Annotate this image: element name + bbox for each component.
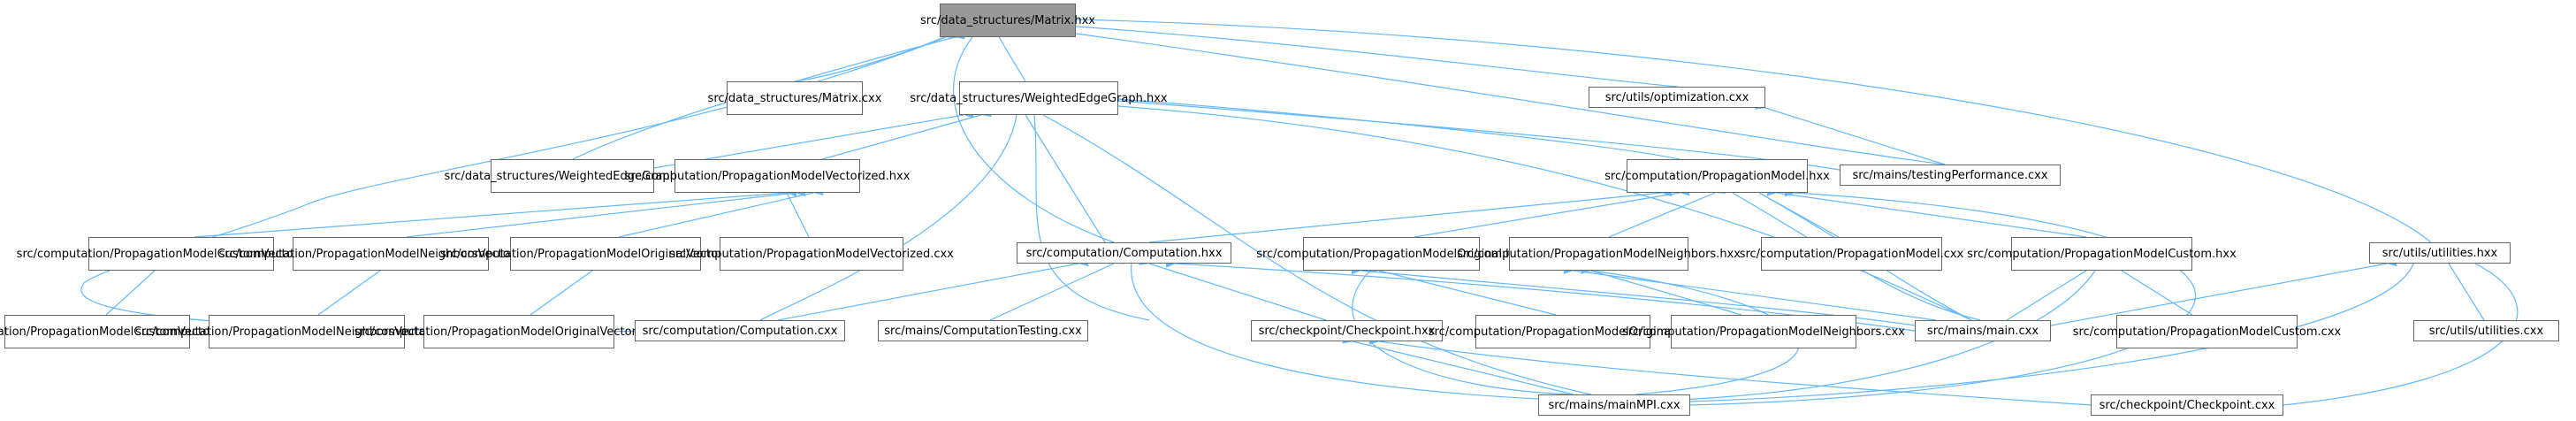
dependency-edge: [1108, 100, 1972, 321]
node-weighted-edge-graph-hxx[interactable]: src/data_structures/WeightedEdgeGraph.hx…: [910, 81, 1168, 115]
dependency-edge: [952, 27, 1115, 243]
dependency-edge: [2110, 261, 2193, 316]
dependency-edge: [821, 107, 992, 160]
dependency-edge: [1108, 93, 1680, 160]
dependency-edges: [80, 14, 2519, 406]
dependency-edge: [1065, 27, 1946, 165]
dependency-edge: [1028, 104, 1150, 321]
dependency-edge: [1148, 187, 1673, 243]
dependency-edge: [989, 26, 1026, 82]
dependency-edge: [1127, 253, 1557, 401]
dependency-edge: [1342, 334, 1574, 395]
node-utilities-hxx[interactable]: src/utils/utilities.hxx: [2369, 242, 2511, 264]
node-main-mpi-cxx[interactable]: src/mains/mainMPI.cxx: [1538, 394, 1690, 416]
node-optimization-cxx[interactable]: src/utils/optimization.cxx: [1589, 87, 1765, 108]
node-utilities-cxx[interactable]: src/utils/utilities.cxx: [2413, 320, 2559, 341]
dependency-edge: [1689, 187, 2196, 406]
dependency-edge: [1066, 14, 2432, 243]
dependency-edge: [1581, 263, 1742, 316]
dependency-edge: [1139, 256, 1327, 321]
dependency-edge: [1065, 20, 1679, 88]
dependency-edge: [778, 181, 810, 238]
dependency-edge: [1352, 260, 1574, 395]
dependency-edge: [105, 260, 165, 316]
node-checkpoint-cxx[interactable]: src/checkpoint/Checkpoint.cxx: [2091, 394, 2283, 416]
dependency-edge: [1721, 183, 1981, 321]
node-testing-performance-cxx[interactable]: src/mains/testingPerformance.cxx: [1840, 165, 2061, 186]
node-matrix-cxx[interactable]: src/data_structures/Matrix.cxx: [708, 81, 881, 115]
node-main-cxx[interactable]: src/mains/main.cxx: [1915, 320, 2051, 341]
node-matrix-hxx[interactable]: src/data_structures/Matrix.hxx: [920, 4, 1095, 37]
dependency-edge: [1689, 252, 2421, 402]
dependency-edge: [618, 186, 824, 238]
dependency-edge: [1351, 264, 1928, 328]
dependency-edge: [1032, 106, 1592, 395]
node-computation-testing-cxx[interactable]: src/mains/ComputationTesting.cxx: [878, 320, 1088, 341]
dependency-edge: [1414, 186, 1690, 238]
dependency-edge: [777, 256, 1089, 321]
node-weighted-edge-graph-cxx[interactable]: src/data_structures/WeightedEdgeGraph.cx…: [444, 159, 701, 193]
dependency-edge: [406, 187, 806, 238]
node-checkpoint-hxx[interactable]: src/checkpoint/Checkpoint.hxx: [1251, 320, 1443, 341]
dependency-edge: [2439, 252, 2485, 321]
dependency-edge: [317, 261, 391, 316]
dependency-edge: [2283, 255, 2519, 406]
dependency-edge: [1368, 335, 2092, 406]
node-computation-cxx[interactable]: src/computation/Computation.cxx: [635, 320, 845, 341]
dependency-edge: [530, 261, 603, 316]
dependency-edge: [194, 187, 797, 238]
dependency-edge: [989, 255, 1125, 321]
dependency-edge: [1016, 103, 1106, 243]
dependency-edge: [2006, 261, 2098, 321]
dependency-edge: [1679, 260, 2105, 401]
node-computation-hxx[interactable]: src/computation/Computation.hxx: [1017, 242, 1231, 264]
dependency-edge: [1608, 184, 1726, 238]
dependency-edge: [1368, 264, 1557, 316]
dependency-edge: [1563, 264, 1937, 321]
dependency-edge: [1766, 187, 2087, 238]
dependency-edge: [1755, 100, 1946, 165]
dependency-edge: [2050, 256, 2397, 326]
